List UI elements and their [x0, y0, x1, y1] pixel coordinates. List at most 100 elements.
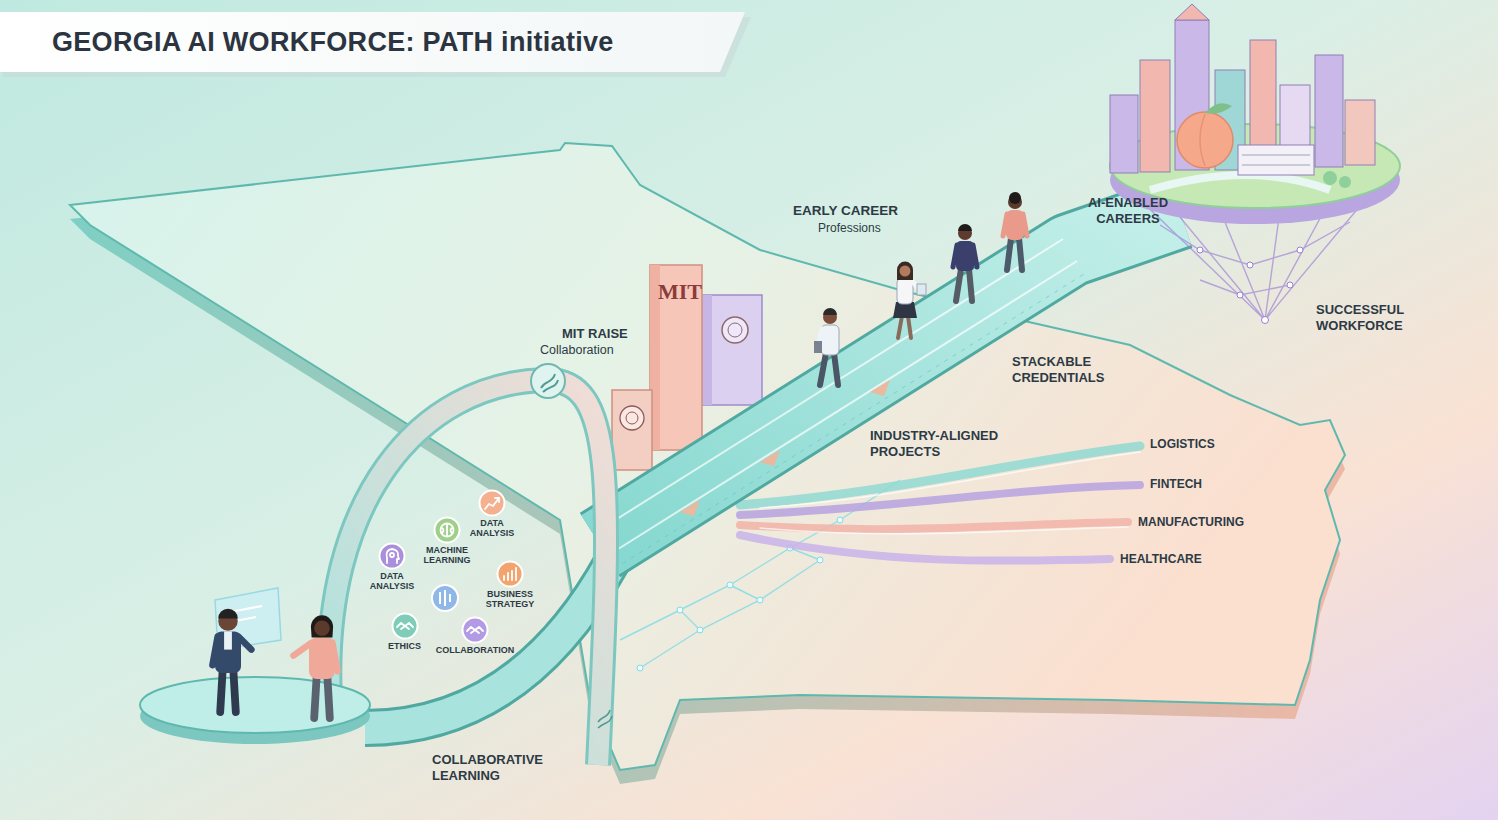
- icon-circle: [498, 562, 523, 587]
- mit-buildings-part: [620, 406, 644, 430]
- mit-buildings-part: [722, 317, 748, 343]
- skill-label: MACHINE LEARNING: [412, 546, 482, 566]
- arch-part: [531, 364, 565, 398]
- person-figure-part: [1019, 238, 1022, 270]
- icon-glyph: [387, 549, 399, 563]
- skill-node: BUSINESS STRATEGY: [475, 560, 545, 610]
- career-road: [593, 212, 1180, 569]
- skill-icon: [432, 585, 458, 611]
- building-logo: MIT: [658, 279, 702, 305]
- learning-platform: [140, 677, 370, 744]
- city-skyline-part: [1140, 60, 1170, 172]
- person-figure-part: [224, 631, 232, 649]
- georgia-peach: [1177, 103, 1233, 168]
- person-figure-part: [332, 643, 337, 672]
- person-figure-part: [897, 262, 913, 281]
- person-figure-part: [814, 341, 822, 353]
- person-figure-part: [823, 308, 837, 315]
- skill-label: BUSINESS STRATEGY: [475, 590, 545, 610]
- person-figure-part: [1009, 192, 1021, 204]
- skill-icon-part: [440, 590, 450, 606]
- skill-icon: [433, 516, 461, 544]
- network-dots-part: [837, 517, 843, 523]
- network-dots-part: [1297, 247, 1303, 253]
- network-dots-part: [1287, 282, 1293, 288]
- network-cone-part: [1160, 222, 1350, 295]
- person-figure: [953, 224, 977, 301]
- network-glow-part: [680, 548, 820, 630]
- city-skyline-part: [1175, 4, 1209, 20]
- person-figure-part: [311, 615, 333, 637]
- city-skyline: [1110, 4, 1375, 175]
- icon-circle: [435, 518, 460, 543]
- outcome-label: SUCCESSFUL WORKFORCE: [1316, 302, 1428, 333]
- person-figure-part: [1023, 214, 1027, 236]
- person-figure-part: [969, 269, 972, 301]
- skill-icon-part: [432, 585, 458, 611]
- person-figure-part: [314, 621, 330, 637]
- mit-buildings-part: [650, 265, 702, 450]
- network-dots-part: [757, 597, 763, 603]
- industry-streams-part: [760, 452, 1140, 508]
- person-figure-part: [1003, 214, 1007, 236]
- industry-streams-part: [740, 535, 1110, 561]
- city-skyline-part: [1110, 95, 1138, 173]
- industry-label: HEALTHCARE: [1120, 552, 1202, 566]
- georgia-peach-part: [1205, 103, 1232, 113]
- icon-circle: [463, 618, 488, 643]
- stage-label: COLLABORATIVE LEARNING: [432, 752, 567, 783]
- icon-circle: [392, 614, 417, 639]
- network-dots-part: [1237, 292, 1243, 298]
- icon-glyph: [442, 524, 452, 536]
- person-figure-part: [900, 266, 911, 277]
- skill-node: DATA ANALYSIS: [457, 489, 527, 539]
- industry-label: LOGISTICS: [1150, 437, 1215, 451]
- arch-part: [541, 374, 558, 392]
- person-figure: [293, 615, 337, 718]
- person-figure: [893, 262, 926, 339]
- network-dots-part: [677, 607, 683, 613]
- glass-screen-part: [215, 588, 281, 650]
- person-figure-part: [327, 674, 330, 718]
- title-banner: [0, 12, 745, 72]
- icon-glyph: [504, 568, 516, 580]
- career-road-part: [593, 239, 1063, 534]
- stage-label: EARLY CAREER: [793, 203, 898, 219]
- icon-glyph: [495, 498, 499, 502]
- person-figure-part: [212, 637, 217, 666]
- icon-glyph: [485, 498, 499, 509]
- mit-buildings-part: [728, 323, 742, 337]
- icon-glyph: [390, 553, 394, 557]
- road-arrows-part: [680, 500, 700, 516]
- person-figure-part: [953, 245, 957, 267]
- person-figure-part: [218, 609, 238, 619]
- network-dots-part: [1197, 247, 1203, 253]
- skill-label: DATA ANALYSIS: [457, 519, 527, 539]
- person-figure: [212, 609, 251, 712]
- skill-icon: [478, 489, 506, 517]
- network-dots-part: [727, 582, 733, 588]
- skill-label: ETHICS: [388, 642, 421, 652]
- mit-buildings-part: [612, 390, 652, 470]
- arch-part: [598, 710, 612, 728]
- tree-part: [1339, 176, 1351, 188]
- partner-sublabel: Collaboration: [540, 343, 614, 358]
- network-dots-part: [817, 557, 823, 563]
- icon-glyph: [441, 524, 454, 537]
- person-figure: [1003, 192, 1027, 270]
- skill-label: COLLABORATION: [435, 646, 515, 656]
- network-dots-part: [697, 627, 703, 633]
- person-figure-part: [917, 284, 926, 295]
- person-figure-part: [973, 245, 977, 267]
- network-glow-part: [640, 560, 820, 668]
- person-figure: [814, 308, 839, 385]
- person-figure-part: [220, 668, 223, 712]
- arch-part: [329, 380, 606, 765]
- tree-part: [1323, 171, 1337, 185]
- mit-buildings-part: [626, 412, 638, 424]
- city-skyline-part: [1345, 100, 1375, 165]
- person-figure-part: [834, 353, 838, 385]
